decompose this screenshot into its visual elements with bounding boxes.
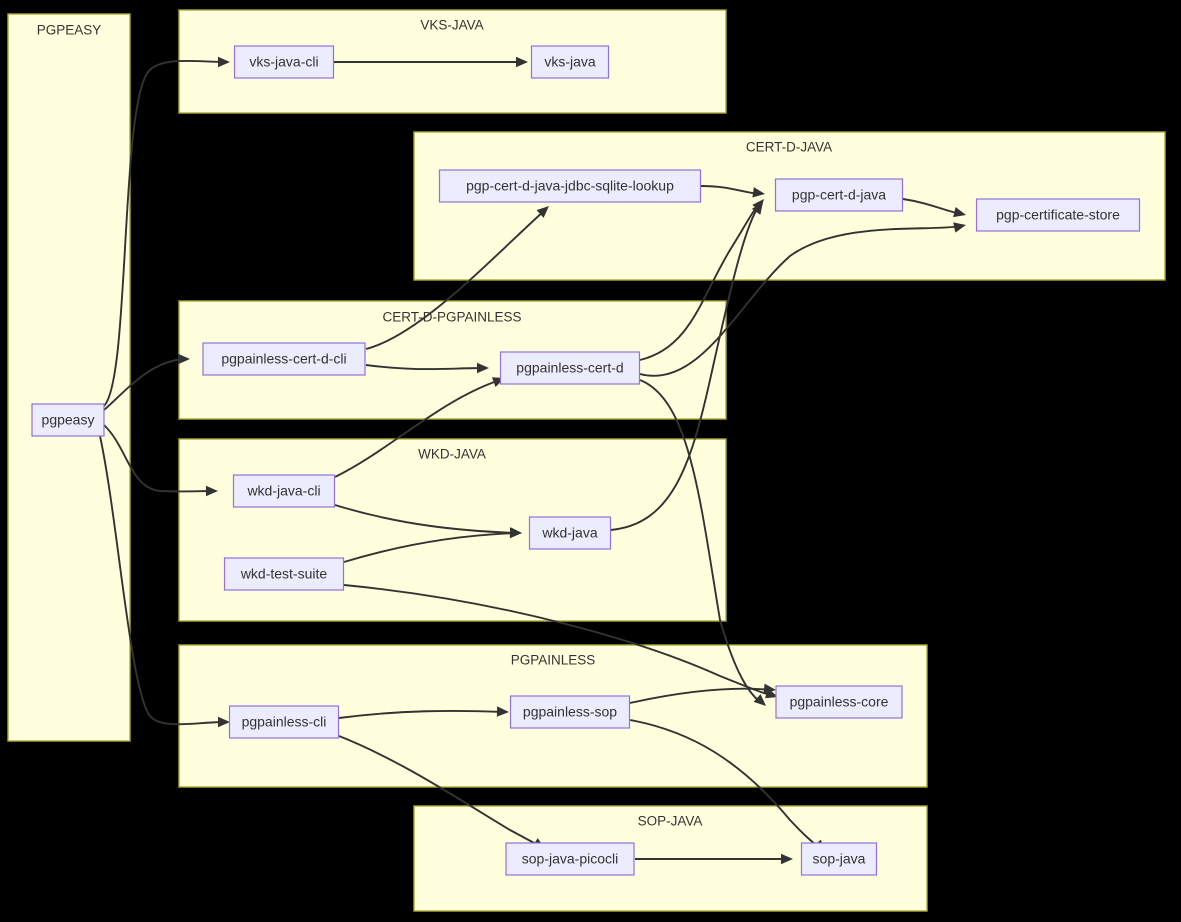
cluster-wkd_java: WKD-JAVA (178, 438, 727, 622)
node-label: vks-java (544, 54, 596, 70)
node-wkd-java-cli[interactable]: wkd-java-cli (232, 474, 336, 508)
node-label: pgp-cert-d-java-jdbc-sqlite-lookup (466, 178, 674, 194)
edge-pgpainless-cert-d-cli-to-pgp-cert-d-java-jdbc-sqlite-lookup (365, 209, 546, 350)
edge-pgpainless-cert-d-to-pgp-certificate-store (639, 225, 962, 377)
node-box[interactable] (975, 198, 1141, 232)
cluster-group: PGPEASY VKS-JAVA CERT-D-JAVA CERT-D-PGPAINL… (7, 9, 1166, 912)
arrowhead (753, 694, 766, 706)
cluster-label: VKS-JAVA (420, 18, 483, 33)
node-pgpainless-cert-d-cli[interactable]: pgpainless-cert-d-cli (202, 342, 366, 376)
cluster-label: SOP-JAVA (638, 814, 703, 829)
node-label: wkd-java (541, 525, 597, 541)
node-box[interactable] (499, 351, 641, 385)
node-pgpainless-cert-d[interactable]: pgpainless-cert-d (499, 351, 641, 385)
node-group: pgpeasy vks-java-cli vks-java pgp-cert-d-ja… (31, 45, 1141, 876)
node-label: wkd-java-cli (246, 483, 320, 499)
node-pgp-certificate-store[interactable]: pgp-certificate-store (975, 198, 1141, 232)
arrowhead (953, 207, 966, 218)
node-label: pgpainless-cli (242, 714, 327, 730)
edge-pgpeasy-to-wkd-java-cli (103, 424, 215, 493)
node-pgp-cert-d-java-jdbc-sqlite-lookup[interactable]: pgp-cert-d-java-jdbc-sqlite-lookup (438, 169, 702, 203)
node-box[interactable] (775, 685, 903, 719)
node-box[interactable] (233, 45, 335, 79)
cluster-box (178, 438, 727, 622)
node-label: pgpainless-sop (523, 704, 617, 720)
arrowhead (763, 683, 776, 694)
edge-pgpeasy-to-vks-java-cli (103, 59, 227, 407)
arrowhead (206, 485, 218, 497)
node-box[interactable] (509, 695, 631, 729)
node-sop-java-picocli[interactable]: sop-java-picocli (505, 842, 635, 876)
node-box[interactable] (223, 557, 345, 591)
node-box[interactable] (505, 842, 635, 876)
cluster-label: CERT-D-JAVA (746, 140, 832, 155)
edge-pgpainless-sop-to-pgpainless-core (629, 687, 773, 704)
node-label: pgp-cert-d-java (792, 187, 886, 203)
cluster-label: CERT-D-PGPAINLESS (382, 310, 521, 325)
node-box[interactable] (202, 342, 366, 376)
edge-wkd-java-cli-to-pgpainless-cert-d (334, 379, 501, 478)
node-pgpainless-core[interactable]: pgpainless-core (775, 685, 903, 719)
edge-wkd-java-to-pgp-cert-d-java (610, 205, 760, 531)
node-vks-java-cli[interactable]: vks-java-cli (233, 45, 335, 79)
node-box[interactable] (800, 842, 878, 876)
edge-pgpeasy-to-pgpainless-cert-d-cli (103, 358, 187, 411)
node-label: pgpainless-core (790, 694, 889, 710)
node-label: pgp-certificate-store (996, 207, 1120, 223)
node-pgpainless-sop[interactable]: pgpainless-sop (509, 695, 631, 729)
arrowhead (178, 353, 190, 365)
cluster-label: WKD-JAVA (418, 447, 486, 462)
node-box[interactable] (774, 178, 904, 212)
cluster-pgpeasy: PGPEASY (7, 13, 131, 742)
node-label: wkd-test-suite (240, 566, 328, 582)
arrowhead (752, 187, 765, 198)
arrowhead (781, 853, 793, 865)
edge-wkd-test-suite-to-wkd-java (343, 532, 518, 563)
arrowhead (218, 716, 230, 728)
node-label: vks-java-cli (249, 54, 318, 70)
node-box[interactable] (228, 705, 340, 739)
node-box[interactable] (528, 516, 612, 550)
arrowhead (751, 202, 763, 215)
edge-wkd-java-cli-to-wkd-java (334, 504, 518, 534)
edge-pgpainless-sop-to-sop-java (629, 719, 821, 849)
node-wkd-test-suite[interactable]: wkd-test-suite (223, 557, 345, 591)
arrowhead (516, 56, 528, 68)
node-label: pgpeasy (42, 412, 95, 428)
node-label: sop-java (813, 851, 866, 867)
node-label: pgpainless-cert-d-cli (221, 351, 346, 367)
node-box[interactable] (438, 169, 702, 203)
node-pgpeasy[interactable]: pgpeasy (31, 403, 105, 437)
node-sop-java[interactable]: sop-java (800, 842, 878, 876)
edge-pgpainless-cert-d-to-pgpainless-core (639, 379, 761, 703)
arrowhead (536, 206, 549, 218)
cluster-label: PGPAINLESS (511, 653, 596, 668)
edge-pgpainless-cert-d-cli-to-pgpainless-cert-d (365, 364, 485, 371)
cluster-box (7, 13, 131, 742)
node-wkd-java[interactable]: wkd-java (528, 516, 612, 550)
node-label: pgpainless-cert-d (516, 360, 623, 376)
edge-pgpainless-cli-to-sop-java-picocli (338, 735, 541, 847)
edge-group (99, 56, 966, 865)
edge-pgpeasy-to-pgpainless-cli (99, 435, 227, 726)
node-pgp-cert-d-java[interactable]: pgp-cert-d-java (774, 178, 904, 212)
node-box[interactable] (530, 45, 610, 79)
node-box[interactable] (232, 474, 336, 508)
edge-pgpainless-cert-d-to-pgp-cert-d-java (639, 202, 761, 361)
arrowhead (496, 706, 509, 717)
arrowhead (953, 222, 966, 233)
node-label: sop-java-picocli (522, 851, 618, 867)
edge-pgpainless-cli-to-pgpainless-sop (338, 709, 505, 719)
cluster-label: PGPEASY (37, 23, 102, 38)
arrowhead (218, 56, 230, 68)
node-box[interactable] (31, 403, 105, 437)
arrowhead (477, 362, 489, 374)
node-vks-java[interactable]: vks-java (530, 45, 610, 79)
node-pgpainless-cli[interactable]: pgpainless-cli (228, 705, 340, 739)
arrowhead (510, 527, 522, 539)
